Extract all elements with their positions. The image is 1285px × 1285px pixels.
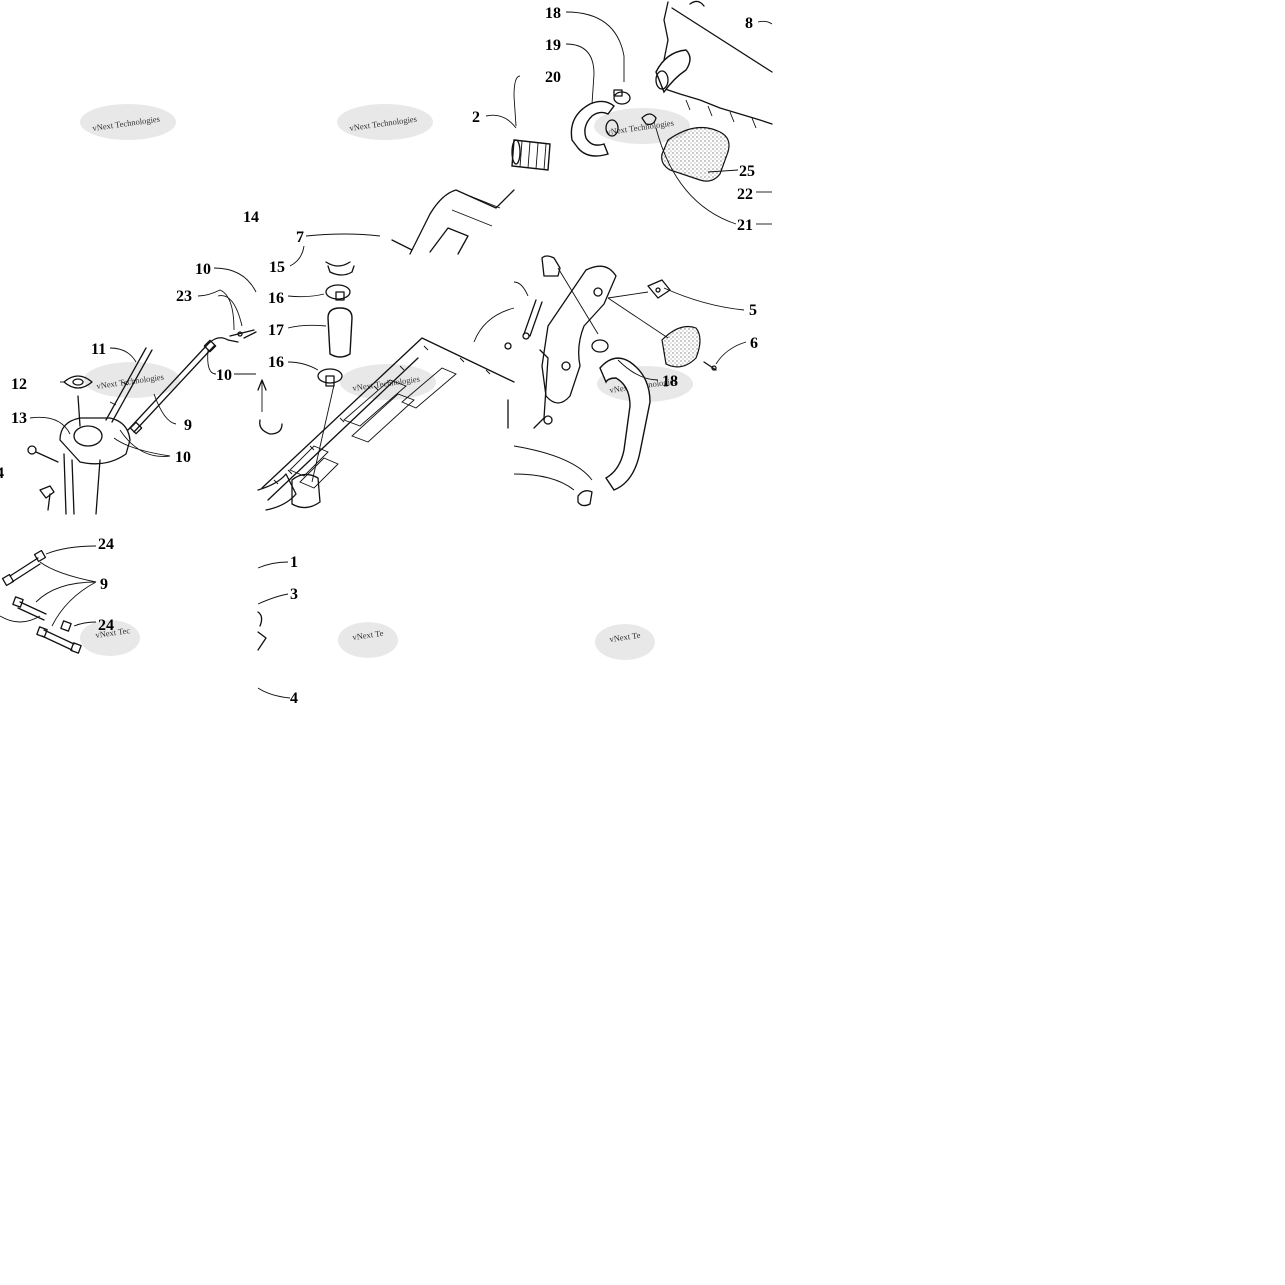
pump-housing	[533, 255, 617, 429]
callout-3: 3	[290, 586, 298, 603]
callout-24-lower: 24	[98, 617, 114, 634]
svg-text:vNext Tec: vNext Tec	[95, 625, 131, 640]
callout-16-upper: 16	[268, 290, 284, 307]
callout-21: 21	[737, 217, 753, 234]
vent-tube-11	[105, 347, 153, 423]
hose-connector-top	[325, 261, 355, 276]
callout-9-lower: 9	[100, 576, 108, 593]
callout-4-bottom: 4	[290, 690, 298, 707]
callout-17: 17	[268, 322, 284, 339]
callout-23: 23	[176, 288, 192, 305]
coupler-hose	[511, 139, 551, 171]
lower-radiator-hose	[577, 339, 651, 507]
watermark-4: vNext Technologies	[84, 362, 180, 398]
watermark-9: vNext Te	[595, 624, 655, 660]
bolt-4	[27, 445, 59, 463]
radiator-filler-neck	[655, 49, 691, 94]
overflow-reservoir	[59, 395, 131, 515]
callout-10-lower: 10	[175, 449, 191, 466]
callout-16-lower: 16	[268, 354, 284, 371]
callout-20: 20	[545, 69, 561, 86]
screw-lower	[39, 485, 55, 511]
callout-18: 18	[545, 5, 561, 22]
radiator-hose-17	[327, 307, 353, 358]
callout-7: 7	[296, 229, 304, 246]
callout-9-upper: 9	[184, 417, 192, 434]
hose-clamp-16b	[317, 368, 343, 387]
watermark-8: vNext Te	[338, 622, 398, 658]
callout-12: 12	[11, 376, 27, 393]
tee-fitting-23	[229, 329, 255, 337]
watermark-2: vNext Technologies	[337, 104, 433, 140]
elbow-hose	[570, 100, 619, 157]
callout-8: 8	[745, 15, 753, 32]
hose-segments-9	[1, 549, 82, 654]
callout-18-lower: 18	[662, 373, 678, 390]
callout-24-upper: 24	[98, 536, 114, 553]
grille-screen	[661, 126, 730, 182]
hose-clamp-upper	[613, 89, 631, 105]
small-clip	[641, 113, 657, 126]
watermark-7: vNext Tec	[80, 620, 140, 656]
overflow-hose-9	[127, 337, 239, 435]
callout-10-middle: 10	[216, 367, 232, 384]
radiator-core	[257, 337, 515, 511]
callout-2: 2	[472, 109, 480, 126]
callout-5: 5	[749, 302, 757, 319]
callout-14: 14	[243, 209, 259, 226]
small-bolt-6	[703, 361, 717, 371]
callout-10-top: 10	[195, 261, 211, 278]
mounting-bracket	[647, 279, 671, 299]
callout-13: 13	[11, 410, 27, 427]
callout-4-left: 4	[0, 465, 4, 482]
thermostat-cover	[661, 325, 701, 368]
callout-19: 19	[545, 37, 561, 54]
callout-11: 11	[91, 341, 106, 358]
callout-15: 15	[269, 259, 285, 276]
hose-clamp-16a	[325, 284, 351, 301]
svg-text:vNext Te: vNext Te	[352, 628, 384, 642]
callout-22: 22	[737, 186, 753, 203]
reservoir-cap	[63, 375, 93, 389]
shroud-bracket	[391, 189, 515, 255]
svg-text:vNext Te: vNext Te	[609, 630, 641, 644]
rod-link	[522, 299, 543, 340]
watermark-1: vNext Technologies	[80, 104, 176, 140]
callout-1: 1	[290, 554, 298, 571]
callout-25: 25	[739, 163, 755, 180]
callout-6: 6	[750, 335, 758, 352]
